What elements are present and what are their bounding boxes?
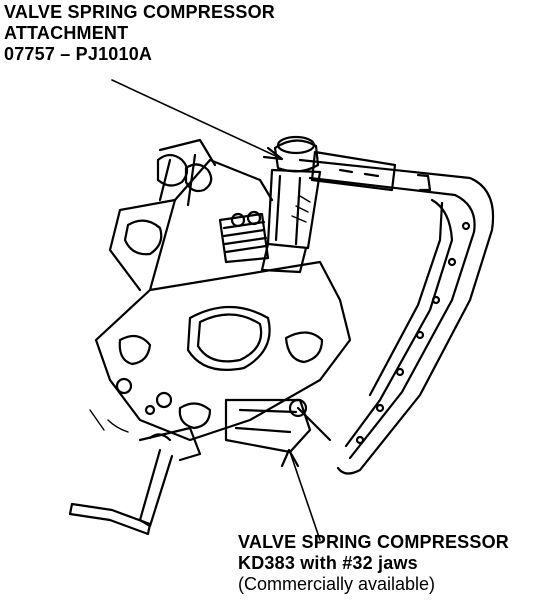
compressor-title: VALVE SPRING COMPRESSOR: [238, 532, 509, 552]
compressor-model: KD383 with #32 jaws: [238, 553, 418, 573]
compressor-callout: VALVE SPRING COMPRESSOR KD383 with #32 j…: [238, 532, 509, 595]
attachment-callout: VALVE SPRING COMPRESSOR ATTACHMENT 07757…: [4, 2, 275, 65]
compressor-attachment: [273, 139, 320, 173]
intake-port: [186, 305, 271, 371]
attachment-title-line2: ATTACHMENT: [4, 23, 129, 43]
cylinder-head: [94, 260, 352, 442]
attachment-part-number: 07757 – PJ1010A: [4, 44, 153, 64]
t-handle-screw: [138, 448, 174, 528]
compressor-frame-inner: [308, 176, 476, 460]
attachment-title-line1: VALVE SPRING COMPRESSOR: [4, 2, 275, 22]
compressor-availability: (Commercially available): [238, 574, 436, 594]
compressor-frame: [298, 158, 495, 475]
